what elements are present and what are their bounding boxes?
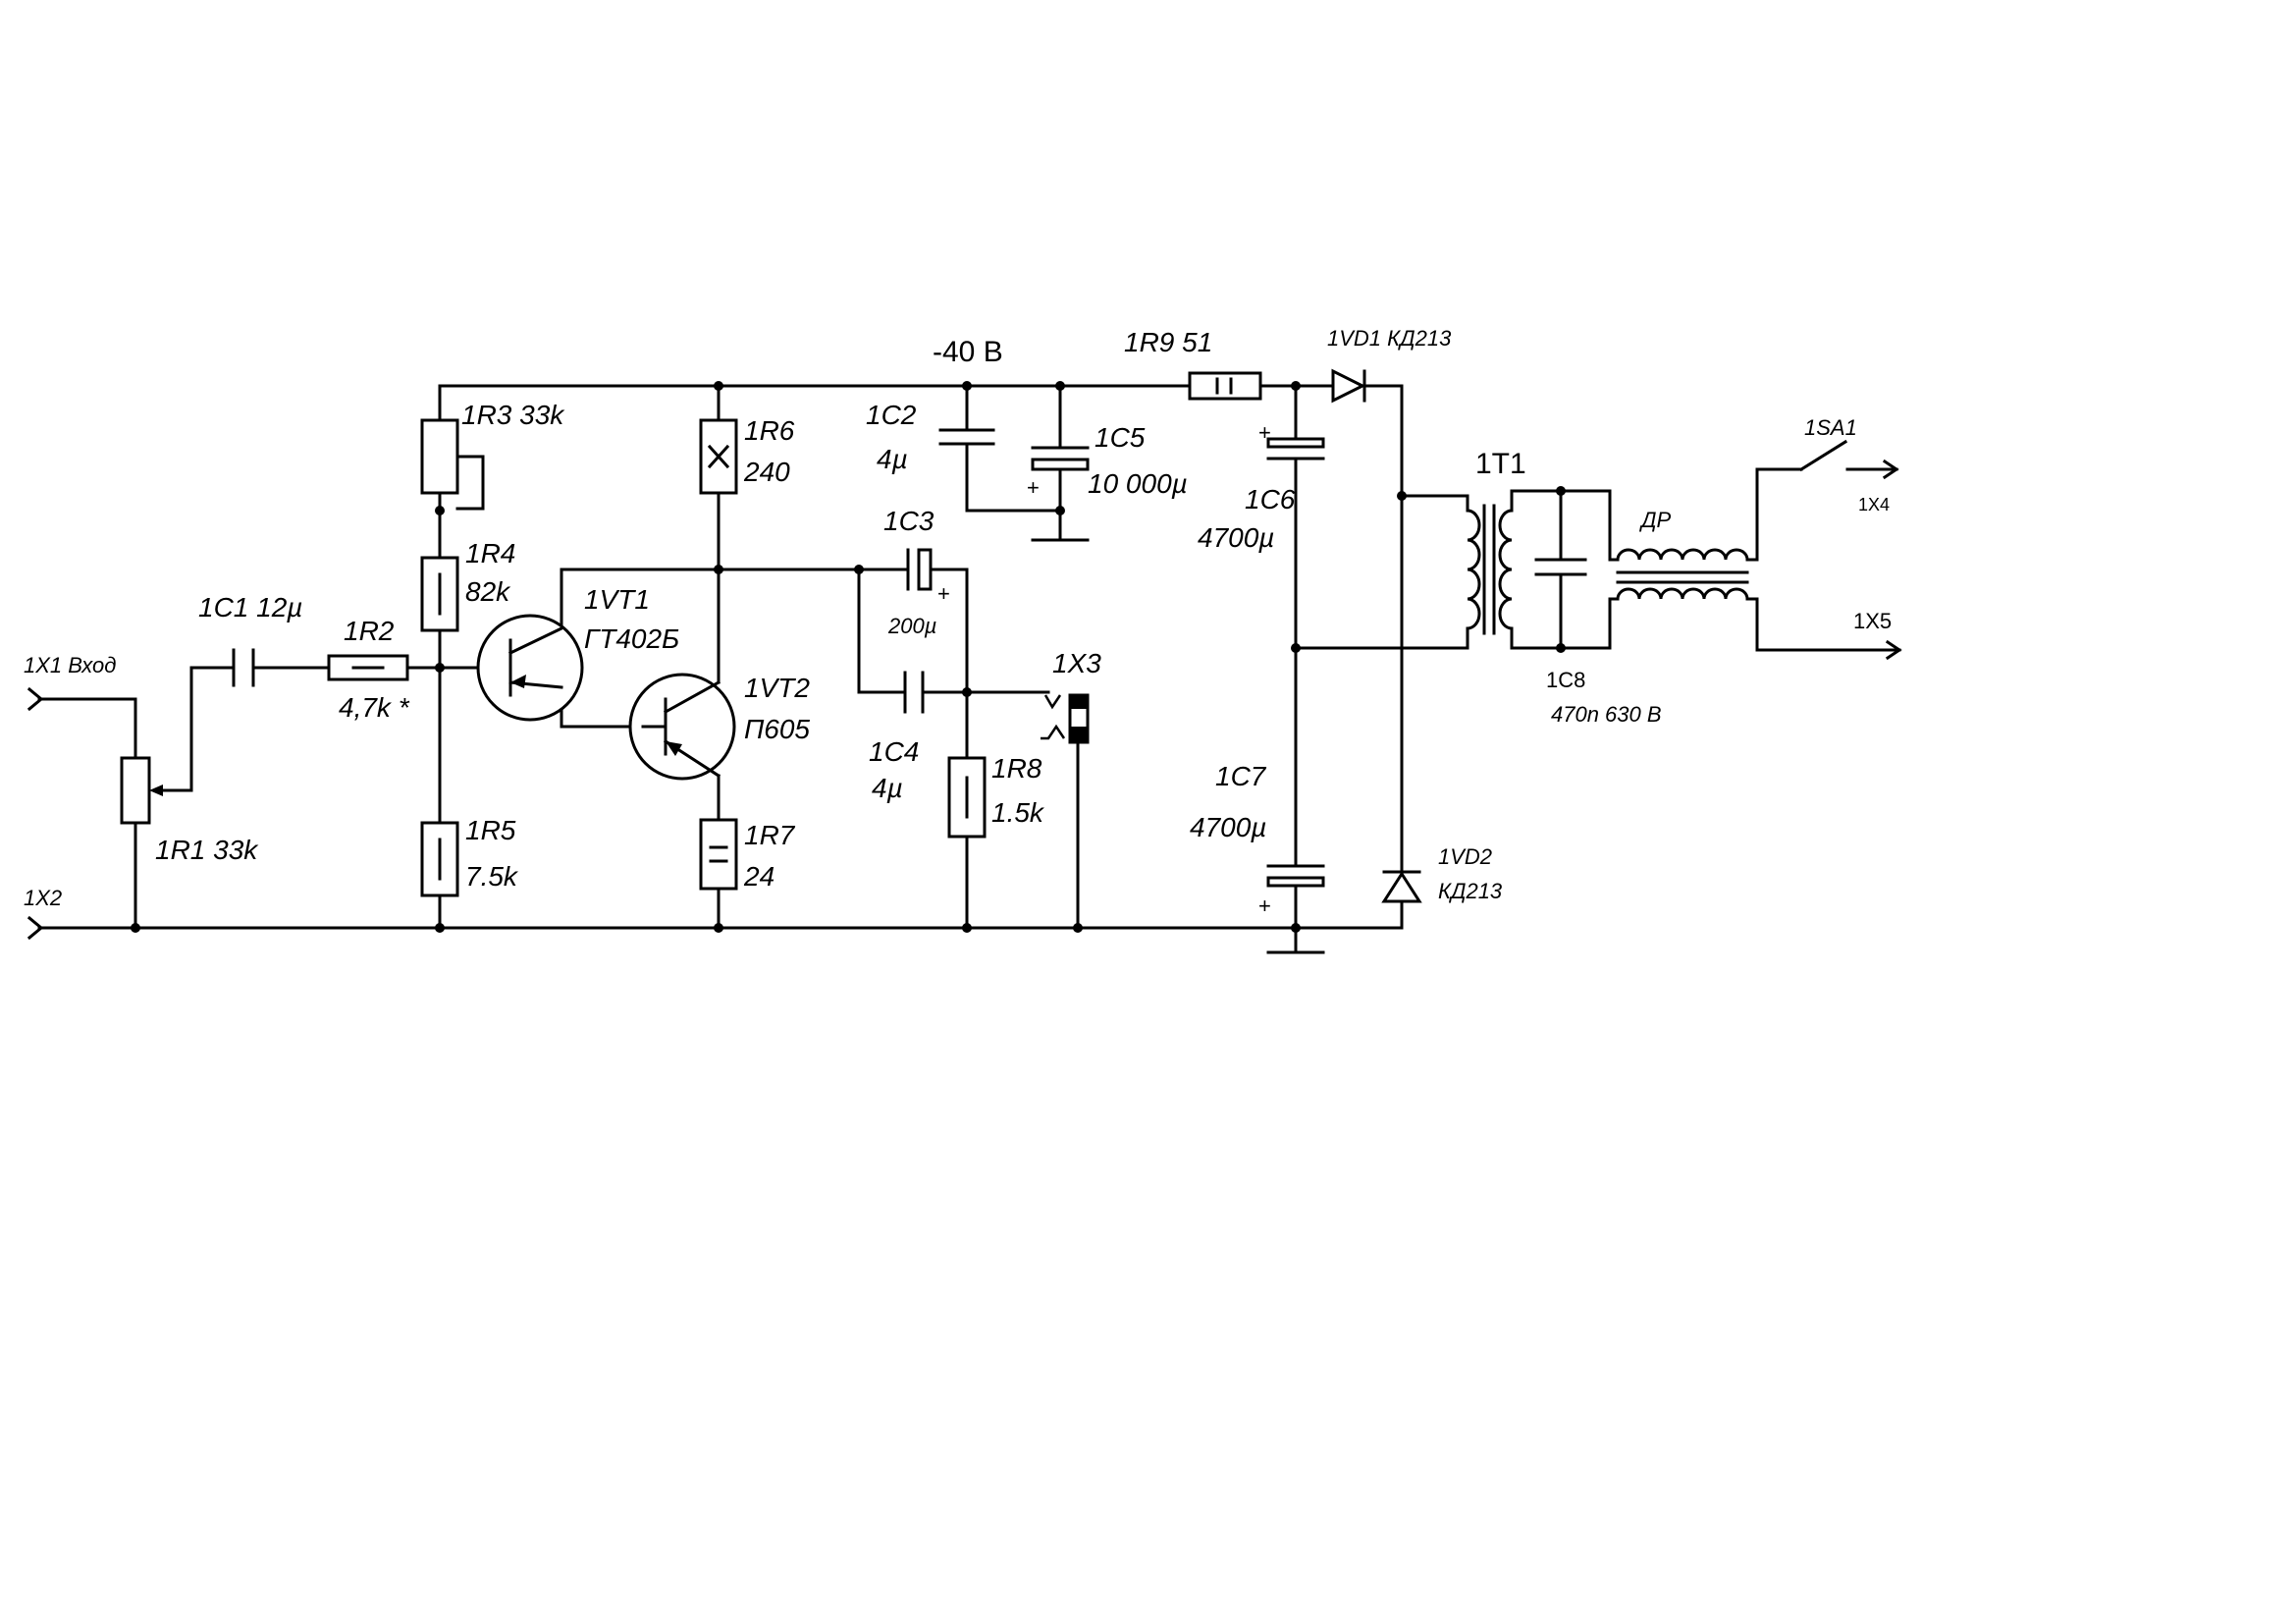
terminal-1x2: [27, 915, 44, 941]
label-1vt2: 1VT2: [744, 673, 810, 703]
resistor-1r3-trimmer: [420, 418, 459, 495]
label-1r4: 1R4: [465, 538, 515, 568]
label-1r7-value: 24: [743, 861, 774, 892]
label-1sa1: 1SA1: [1804, 415, 1857, 440]
label-1vd2: 1VD2: [1438, 844, 1492, 869]
label-1r2-value: 4,7k *: [339, 692, 410, 723]
label-1c7: 1C7: [1215, 761, 1267, 791]
label-1c2: 1C2: [866, 400, 917, 430]
label-1c3: 1C3: [883, 506, 934, 536]
label-1x2: 1X2: [24, 886, 62, 910]
capacitor-1c6: [1266, 437, 1325, 460]
label-1x3: 1X3: [1052, 648, 1101, 678]
label-1c5: 1C5: [1095, 422, 1146, 453]
resistor-1r6: [699, 418, 738, 495]
label-1r3: 1R3 33k: [461, 400, 565, 430]
capacitor-1c3: [906, 548, 933, 591]
capacitor-1c2: [938, 428, 995, 446]
label-1c8-value: 470n 630 В: [1551, 702, 1662, 727]
label-1r6: 1R6: [744, 415, 795, 446]
choke-dr: [1616, 548, 1749, 601]
plus-mark-1c7: +: [1258, 893, 1271, 918]
label-1r5: 1R5: [465, 815, 516, 845]
label-1vt1-type: ГТ402Б: [584, 623, 679, 654]
label-1r2: 1R2: [344, 616, 395, 646]
label-supply-voltage: -40 В: [933, 336, 1003, 368]
label-1c4-value: 4µ: [872, 773, 903, 803]
label-1r5-value: 7.5k: [465, 861, 519, 892]
capacitor-1c8: [1534, 558, 1587, 576]
resistor-1r4: [420, 556, 459, 632]
label-1t1: 1T1: [1475, 448, 1526, 480]
capacitor-1c4: [903, 671, 925, 714]
label-1r1: 1R1 33k: [155, 835, 259, 865]
plus-mark-1c3: +: [937, 581, 950, 606]
resistor-1r5: [420, 821, 459, 897]
label-1c8: 1C8: [1546, 668, 1585, 692]
resistor-1r2: [327, 654, 409, 681]
label-1vd1: 1VD1 КД213: [1327, 326, 1452, 351]
label-1r7: 1R7: [744, 820, 796, 850]
diode-1vd1: [1331, 368, 1366, 404]
label-1c1: 1C1 12µ: [198, 592, 302, 623]
label-1r4-value: 82k: [465, 576, 511, 607]
terminal-1x1: [27, 686, 44, 712]
polarity-marks: + + + +: [937, 420, 1271, 918]
resistor-1r7: [699, 818, 738, 891]
capacitor-1c5: [1031, 446, 1090, 471]
label-1x5: 1X5: [1853, 609, 1892, 633]
label-1r9: 1R9 51: [1124, 327, 1212, 357]
label-1c6: 1C6: [1245, 484, 1296, 514]
label-1r6-value: 240: [743, 457, 790, 487]
resistor-1r1-potentiometer: [120, 756, 163, 825]
label-1c2-value: 4µ: [877, 444, 908, 474]
transistor-1vt1: [476, 614, 584, 722]
label-1c4: 1C4: [869, 736, 919, 767]
label-choke-dr: ДР: [1638, 508, 1671, 532]
label-1vt2-type: П605: [744, 714, 810, 744]
label-1vt1: 1VT1: [584, 584, 650, 615]
label-1c5-value: 10 000µ: [1088, 468, 1188, 499]
diode-1vd2: [1381, 870, 1422, 903]
label-1r8: 1R8: [991, 753, 1042, 784]
capacitor-1c1: [232, 648, 255, 687]
jack-1x3: [1041, 693, 1090, 744]
plus-mark-1c5: +: [1027, 475, 1040, 500]
component-labels: 1X1 Вход 1X2 1R1 33k 1C1 12µ 1R2 4,7k * …: [24, 326, 1892, 910]
label-1x4: 1X4: [1858, 495, 1890, 514]
label-1vd2-type: КД213: [1438, 879, 1503, 903]
label-1c6-value: 4700µ: [1198, 522, 1274, 553]
junctions: [131, 381, 1566, 933]
label-1x1: 1X1 Вход: [24, 653, 116, 677]
transformer-1t1: [1466, 504, 1514, 635]
label-1c3-value: 200µ: [887, 614, 936, 638]
plus-mark-1c6: +: [1258, 420, 1271, 445]
terminal-1x5: [1885, 639, 1902, 661]
resistor-1r9: [1188, 371, 1262, 401]
resistor-1r8: [947, 756, 987, 839]
label-1r8-value: 1.5k: [991, 797, 1045, 828]
label-1c7-value: 4700µ: [1190, 812, 1266, 842]
capacitor-1c7: [1266, 864, 1325, 888]
wires: [37, 384, 1901, 954]
transistor-1vt2: [628, 673, 736, 781]
terminal-1x4: [1882, 459, 1899, 480]
